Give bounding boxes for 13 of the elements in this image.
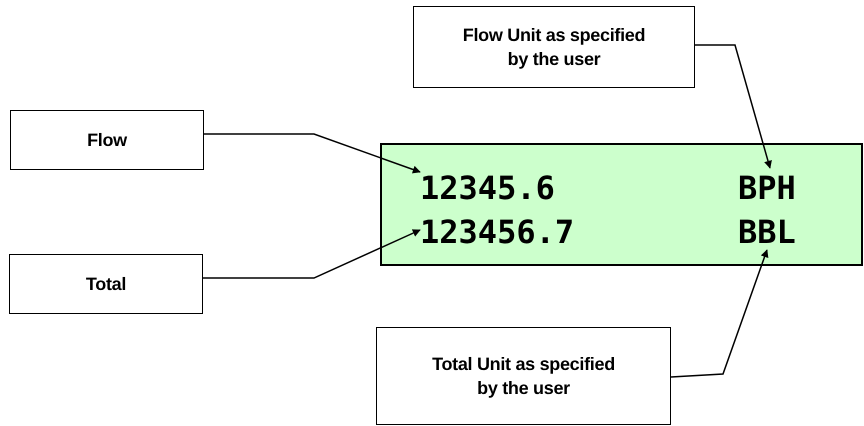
display-reading: BPH (738, 168, 804, 208)
leader-arrow (204, 133, 421, 174)
display-panel (380, 143, 863, 266)
display-reading: BBL (738, 212, 804, 252)
callout-box: Total Unit as specified by the user (376, 327, 671, 425)
callout-box: Total (9, 254, 203, 314)
leader-arrow (203, 229, 421, 279)
callout-box: Flow Unit as specified by the user (413, 6, 695, 88)
display-reading: 123456.7 (420, 212, 590, 252)
callout-box: Flow (10, 110, 204, 170)
display-reading: 12345.6 (420, 168, 570, 208)
leader-arrow (695, 44, 772, 169)
leader-arrow (670, 249, 768, 378)
